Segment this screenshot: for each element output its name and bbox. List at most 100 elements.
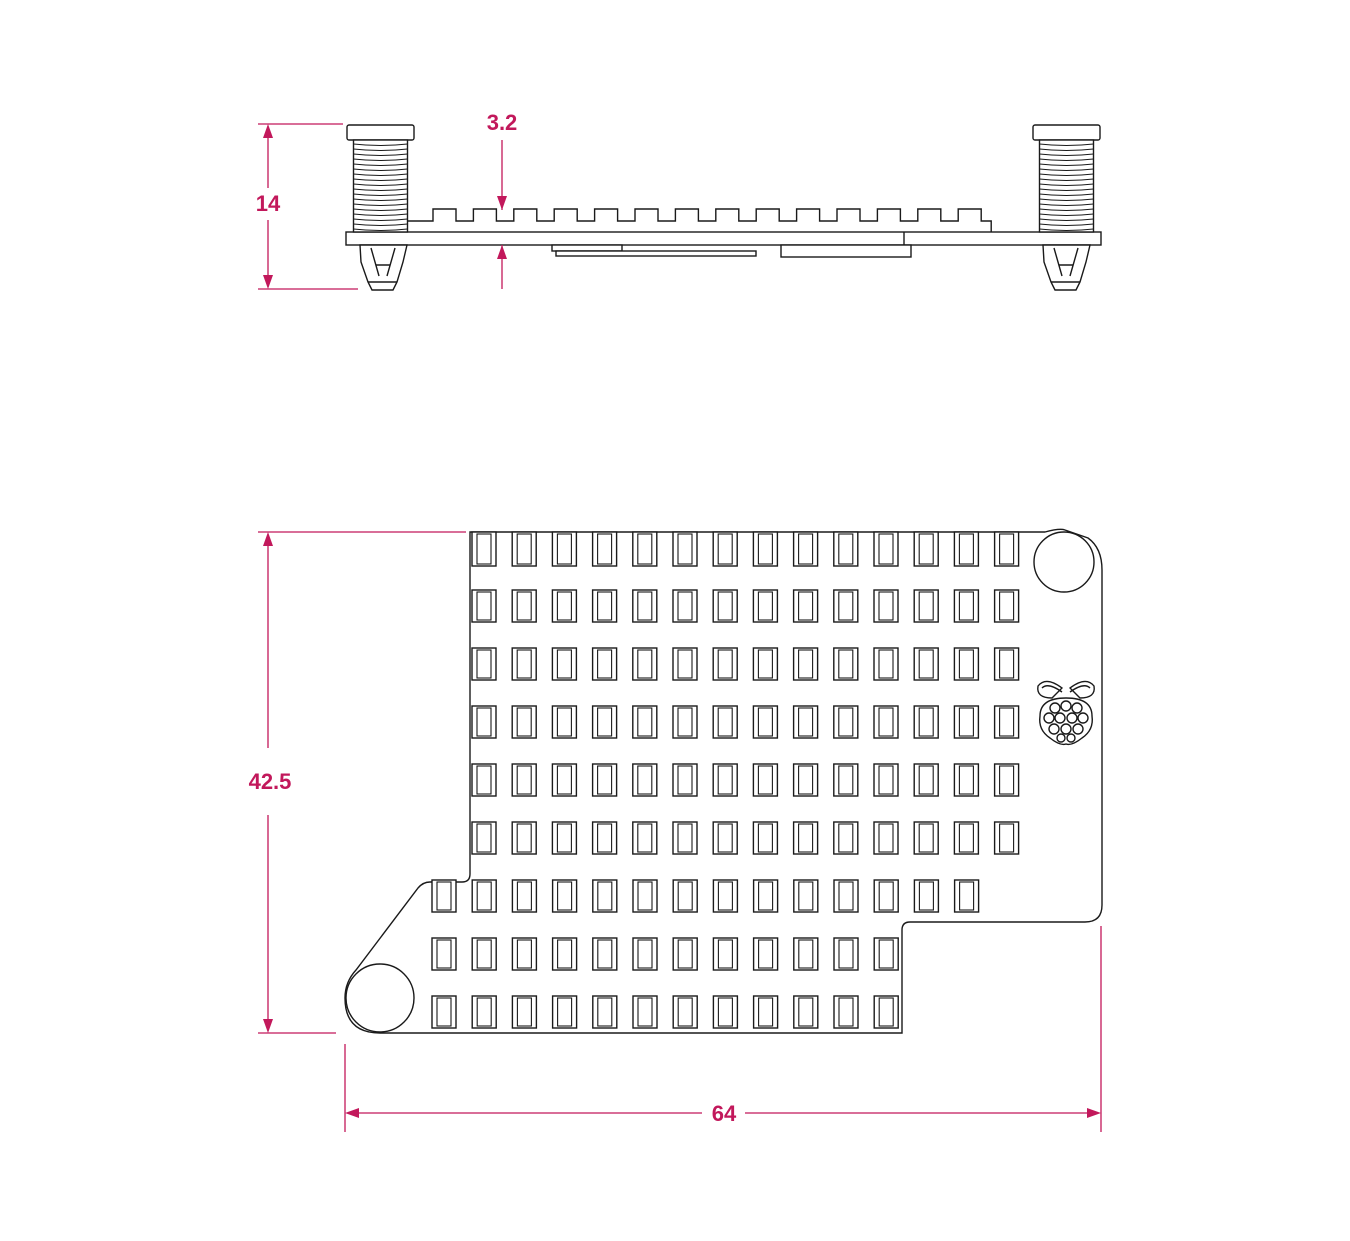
dim-fin-arrow-down [497,196,507,210]
fin [873,589,899,623]
thread-line [1039,178,1094,182]
fin [592,937,618,971]
fin [592,995,618,1029]
fin [833,589,859,623]
dim-fin-arrow-up [497,245,507,259]
fin [993,821,1020,855]
dim-height-arrow-bottom [263,275,273,289]
fin [752,937,779,971]
fin [873,995,899,1029]
dim-width-arrow-left [345,1108,359,1118]
fin [752,531,779,567]
fin [632,879,658,913]
fin [431,995,457,1029]
fin [752,879,779,913]
fin [793,879,819,913]
thread-line [1039,228,1094,232]
fin [752,763,779,797]
fin [551,763,578,797]
mounting-hole-top-right [1033,531,1095,593]
fin [712,879,739,913]
fin [712,589,738,623]
fin [752,995,779,1029]
fin [913,589,939,623]
right-standoff-cap [1032,124,1101,141]
thread-line [1039,148,1094,152]
fin [672,589,698,623]
fin [672,937,698,971]
side-base-plate [345,231,1102,246]
fin [471,647,497,681]
thread-line [1039,168,1094,172]
fin [873,763,899,797]
thread-line [353,163,408,167]
fin [551,821,578,855]
right-standoff-clip [1042,244,1091,291]
thread-line [1039,153,1094,157]
fin [993,647,1020,681]
thread-line [353,148,408,152]
thread-line [1039,193,1094,197]
thread-line [1039,188,1094,192]
thread-line [1039,173,1094,177]
thread-line [353,168,408,172]
dim-width-arrow-right [1087,1108,1101,1118]
thread-line [353,203,408,207]
thread-line [1039,223,1094,227]
fin [953,589,980,623]
fin [833,705,859,739]
thread-line [353,193,408,197]
fin [591,763,618,797]
fin [833,937,859,971]
fin [712,531,738,567]
fin [592,879,618,913]
fin [953,647,980,681]
fin [551,647,578,681]
thread-line [353,208,408,212]
fin [672,995,698,1029]
thread-line [353,228,408,232]
fin [471,937,497,971]
fin [471,879,497,913]
dimension-board-height: 42.5 [249,531,466,1034]
thread-line [353,213,408,217]
fin [953,763,980,797]
fin [752,589,779,623]
fin [913,705,939,739]
thread-line [353,178,408,182]
fin [712,705,738,739]
fin [913,879,940,913]
side-fin-profile [405,208,992,232]
fin [792,647,819,681]
fin [672,763,698,797]
fin [672,647,698,681]
fin [913,821,939,855]
fin [551,705,578,739]
dim-board-height-arrow-bottom [263,1019,273,1033]
fin [632,995,658,1029]
fin [793,937,819,971]
thread-line [353,173,408,177]
dimension-overall-height: 14 [256,123,358,290]
thread-line [1039,218,1094,222]
fin [792,821,819,855]
fin-height-label: 3.2 [487,110,518,135]
left-standoff-cap [346,124,415,141]
fin [511,763,537,797]
fin [833,821,859,855]
top-height-label: 42.5 [249,769,292,794]
fin [712,647,738,681]
fin [993,589,1020,623]
fin [712,821,738,855]
thread-line [353,153,408,157]
fin [511,705,537,739]
fin [833,763,859,797]
fin [471,821,497,855]
fin [471,531,497,567]
fin [471,995,497,1029]
fin [913,531,939,567]
fin [632,589,658,623]
fin [792,705,819,739]
fin [833,647,859,681]
